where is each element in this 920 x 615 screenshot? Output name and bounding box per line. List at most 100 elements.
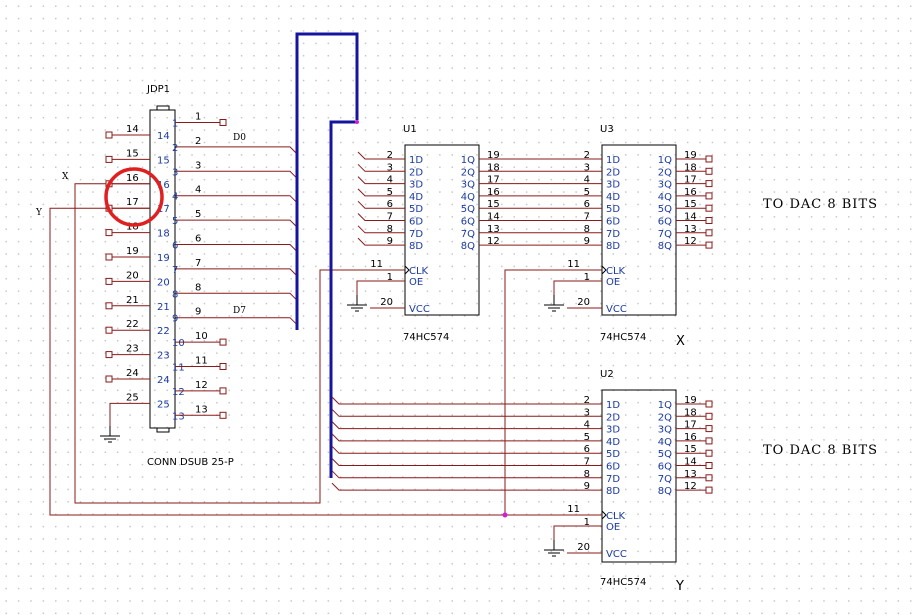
connector-pin-number: 8 <box>195 282 201 293</box>
chip-d-lead <box>357 213 405 221</box>
chip-d-lead <box>331 421 602 430</box>
data-line-to-bus <box>175 195 298 204</box>
chip-vcc-function: VCC <box>606 549 627 560</box>
chip-d-pin: 8 <box>584 469 590 480</box>
chip-clk-triangle <box>601 510 607 520</box>
data-line-to-bus <box>175 170 298 179</box>
connector-inner-pin: 5 <box>172 216 178 227</box>
chip-oe-pin: 1 <box>584 517 590 528</box>
data-line-to-bus <box>175 219 298 228</box>
chip-d-pin: 6 <box>387 199 393 210</box>
chip-q-pin: 17 <box>684 175 697 186</box>
chip-ref: U3 <box>600 124 614 135</box>
connector-pin-number: 16 <box>126 173 139 184</box>
chip-d-pin: 2 <box>584 150 590 161</box>
chip-q-pin: 15 <box>684 199 697 210</box>
chip-d-function: 5D <box>606 204 620 215</box>
chip-q-function: 4Q <box>658 437 672 448</box>
chip-d-function: 5D <box>409 204 423 215</box>
connector-pin-terminal <box>219 363 227 370</box>
connector-gnd-lead <box>109 402 150 426</box>
chip-q-pin: 17 <box>487 175 500 186</box>
highlight-circle <box>104 167 164 227</box>
chip-d-function: 4D <box>606 437 620 448</box>
connector-inner-pin: 17 <box>157 204 170 215</box>
chip-q-function: 1Q <box>461 155 475 166</box>
chip-d-pin: 5 <box>387 187 393 198</box>
connector-pin-number: 1 <box>195 112 201 123</box>
chip-clk-pin: 11 <box>567 259 580 270</box>
chip-d-pin: 7 <box>387 212 393 223</box>
connector-pin-number: 20 <box>126 270 139 281</box>
chip-vcc-pin: 20 <box>380 297 393 308</box>
chip-oe-ground <box>544 295 564 312</box>
connector-inner-pin: 3 <box>172 167 178 178</box>
chip-q-function: 8Q <box>658 241 672 252</box>
chip-d-lead <box>331 396 602 405</box>
chip-d-function: 8D <box>606 241 620 252</box>
connector-inner-pin: 19 <box>157 253 170 264</box>
chip-q-function: 1Q <box>658 155 672 166</box>
chip-d-lead <box>357 176 405 185</box>
bus-upper <box>295 32 359 330</box>
chip-q-pin: 19 <box>684 150 697 161</box>
chip-q-terminal <box>705 204 713 212</box>
chip-d-function: 5D <box>606 449 620 460</box>
connector-pin-terminal <box>219 411 227 419</box>
connector-inner-pin: 11 <box>172 363 185 374</box>
chip-q-pin: 12 <box>487 236 500 247</box>
chip-d-function: 7D <box>606 474 620 485</box>
chip-body <box>601 389 677 563</box>
chip-q-function: 5Q <box>461 204 475 215</box>
connector-bottom-tab <box>156 427 170 433</box>
connector-inner-pin: 2 <box>172 143 178 154</box>
chip-oe-lead <box>553 525 602 540</box>
chip-q-terminal <box>705 486 713 494</box>
chip-q-function: 6Q <box>658 217 672 228</box>
chip-part: 74HC574 <box>600 332 646 343</box>
chip-body <box>404 144 480 316</box>
chip-q-function: 8Q <box>461 241 475 252</box>
chip-q-pin: 14 <box>684 457 697 468</box>
connector-pin-number: 5 <box>195 209 201 220</box>
connector-ref: JDP1 <box>146 84 170 95</box>
chip-d-lead <box>331 433 602 442</box>
bus-lower <box>329 120 357 478</box>
chip-q-function: 3Q <box>658 425 672 436</box>
chip-clk-triangle <box>601 265 607 275</box>
chip-d-pin: 4 <box>584 420 590 431</box>
connector-pin-number: 22 <box>126 319 139 330</box>
chip-d-function: 8D <box>409 241 423 252</box>
connector-pin-number: 7 <box>195 258 201 269</box>
connector-pin-number: 11 <box>195 356 208 367</box>
connector-pin-number: 12 <box>195 380 208 391</box>
chip-q-pin: 18 <box>684 162 697 173</box>
connector-inner-pin: 23 <box>157 351 170 362</box>
chip-tag: Y <box>675 579 684 594</box>
chip-q-pin: 16 <box>487 187 500 198</box>
dac-label-top: TO DAC 8 BITS <box>763 197 878 212</box>
chip-d-function: 2D <box>409 167 423 178</box>
chip-d-function: 6D <box>409 217 423 228</box>
connector-pin-number: 2 <box>195 136 201 147</box>
connector-inner-pin: 12 <box>172 387 185 398</box>
connector-pin-number: 3 <box>195 160 201 171</box>
chip-q-terminal <box>705 400 713 408</box>
chip-d-lead <box>331 445 602 454</box>
chip-oe-lead <box>356 280 405 295</box>
chip-d-lead <box>331 458 602 466</box>
connector-pin-terminal <box>105 351 113 359</box>
data-line-to-bus <box>175 268 298 277</box>
net-x-wire <box>74 183 360 504</box>
connector-pin-terminal <box>105 131 113 139</box>
data-line-to-bus <box>175 146 298 155</box>
chip-q-function: 8Q <box>658 486 672 497</box>
chip-q-terminal <box>705 180 713 188</box>
chip-vcc-pin: 20 <box>577 297 590 308</box>
chip-tag: X <box>676 334 685 349</box>
chip-q-pin: 15 <box>487 199 500 210</box>
connector-pin-terminal <box>105 277 113 285</box>
